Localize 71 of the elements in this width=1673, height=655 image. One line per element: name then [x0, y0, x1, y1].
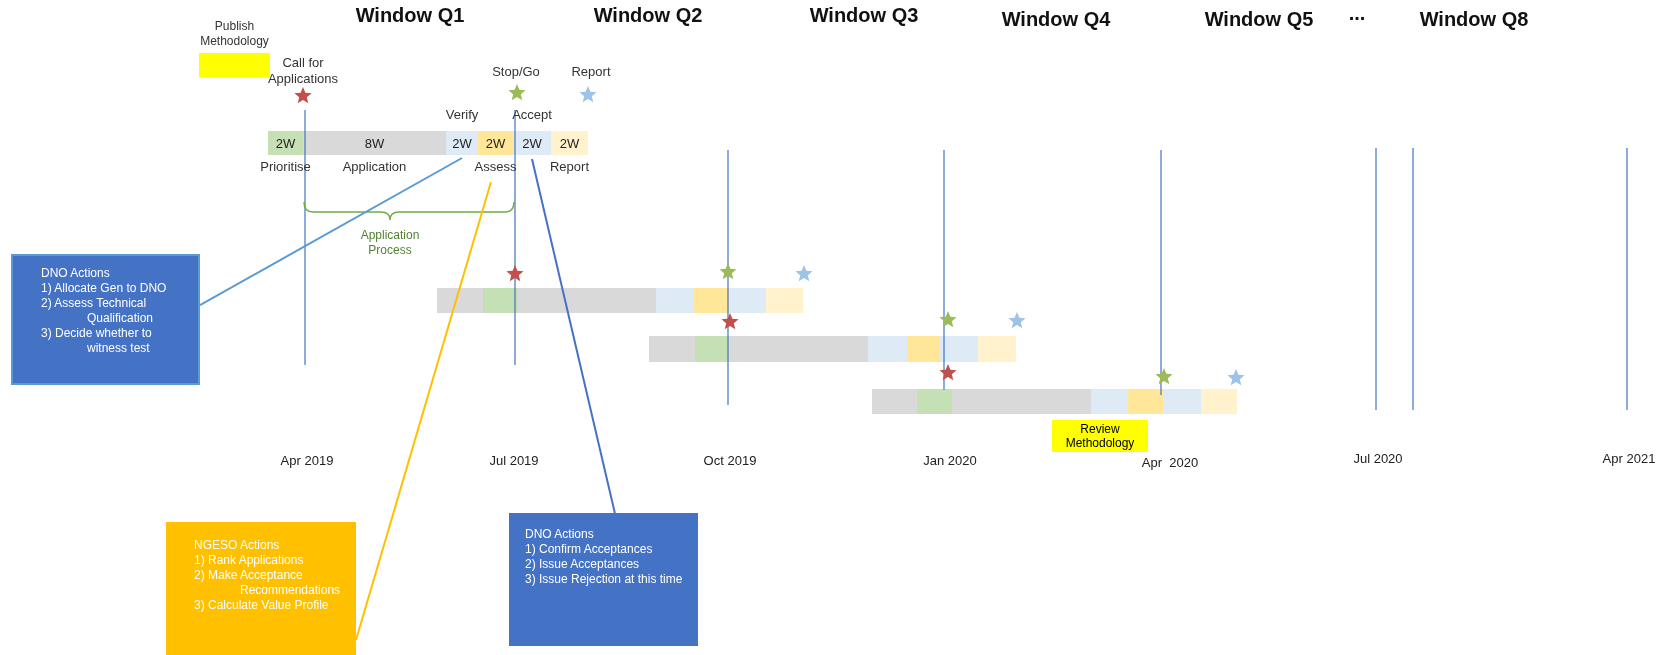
- timeline-bar-segment: [656, 288, 694, 313]
- timeline-bar-segment: [940, 336, 978, 362]
- phase-label: Prioritise: [260, 159, 311, 174]
- timeline-bar-segment: [483, 288, 518, 313]
- window-title: ...: [1348, 2, 1366, 25]
- action-box: [166, 522, 356, 655]
- window-title: Window Q3: [809, 4, 919, 27]
- box-heading: NGESO Actions: [194, 538, 281, 553]
- highlight-box: Review Methodology: [1052, 420, 1148, 452]
- action-item: 1) Confirm Acceptances: [525, 542, 654, 557]
- milestone-label: Report: [570, 64, 612, 80]
- action-item: 3) Issue Rejection at this time: [525, 572, 684, 587]
- timeline-bar-segment: 8W: [303, 131, 446, 155]
- window-title: Window Q4: [1001, 8, 1111, 31]
- action-item: 1) Rank Applications: [194, 553, 305, 568]
- timeline-bar-segment: [518, 288, 656, 313]
- leader-line: [199, 157, 463, 307]
- date-label: Apr 2021: [1602, 451, 1656, 466]
- leader-line: [355, 181, 492, 641]
- window-title: Window Q1: [355, 4, 465, 27]
- timeline-bar-segment: [437, 288, 483, 313]
- timeline-bar-segment: [952, 389, 1091, 414]
- action-item: 3) Decide whether to witness test: [41, 326, 153, 356]
- timeline-bar-segment: [917, 389, 952, 414]
- timeline-bar-segment: [1201, 389, 1237, 414]
- timeline-bar-segment: [694, 288, 729, 313]
- action-item: 1) Allocate Gen to DNO: [41, 281, 168, 296]
- timeline-bar-segment: [695, 336, 729, 362]
- action-item: 2) Assess Technical Qualification: [41, 296, 155, 326]
- date-label: Jul 2019: [489, 453, 539, 468]
- milestone-label: Call for Applications: [266, 55, 340, 87]
- timeline-bar-segment: [978, 336, 1016, 362]
- timeline-bar-segment: [1128, 389, 1163, 414]
- action-item: 3) Calculate Value Profile: [194, 598, 330, 613]
- timeline-bar-segment: 2W: [513, 131, 551, 155]
- highlight-caption: Publish Methodology: [199, 19, 270, 49]
- action-item: 2) Make Acceptance Recommendations: [194, 568, 342, 598]
- timeline-bar-segment: [872, 389, 917, 414]
- date-label: Apr 2019: [280, 453, 334, 468]
- timeline-bar-segment: 2W: [478, 131, 513, 155]
- box-heading: DNO Actions: [41, 266, 111, 281]
- action-box: [11, 254, 200, 385]
- phase-label: Report: [550, 159, 589, 174]
- date-label: Apr 2020: [1141, 455, 1199, 470]
- date-label: Jul 2020: [1353, 451, 1403, 466]
- timeline-bar-segment: 2W: [446, 131, 478, 155]
- window-title: Window Q5: [1204, 8, 1314, 31]
- window-title: Window Q8: [1419, 8, 1529, 31]
- phase-label: Application: [342, 159, 407, 174]
- timeline-bar-segment: [1163, 389, 1201, 414]
- timeline-bar-segment: [868, 336, 907, 362]
- timeline-bar-segment: [729, 288, 766, 313]
- leader-line: [531, 158, 616, 514]
- date-label: Oct 2019: [703, 453, 757, 468]
- box-heading: DNO Actions: [525, 527, 595, 542]
- timeline-bar-segment: [649, 336, 695, 362]
- milestone-label: Stop/Go: [491, 64, 541, 80]
- timeline-bar-segment: 2W: [551, 131, 588, 155]
- phase-label: Application Process: [359, 228, 421, 258]
- date-label: Jan 2020: [923, 453, 977, 468]
- timeline-bar-segment: [907, 336, 940, 362]
- action-box: [509, 513, 698, 646]
- phase-label: Accept: [512, 107, 552, 122]
- action-item: 2) Issue Acceptances: [525, 557, 641, 572]
- phase-label: Assess: [474, 159, 517, 174]
- window-title: Window Q2: [593, 4, 703, 27]
- timeline-bar-segment: 2W: [268, 131, 303, 155]
- phase-label: Verify: [445, 107, 479, 122]
- timeline-bar-segment: [1091, 389, 1128, 414]
- timeline-bar-segment: [729, 336, 868, 362]
- timeline-bar-segment: [766, 288, 803, 313]
